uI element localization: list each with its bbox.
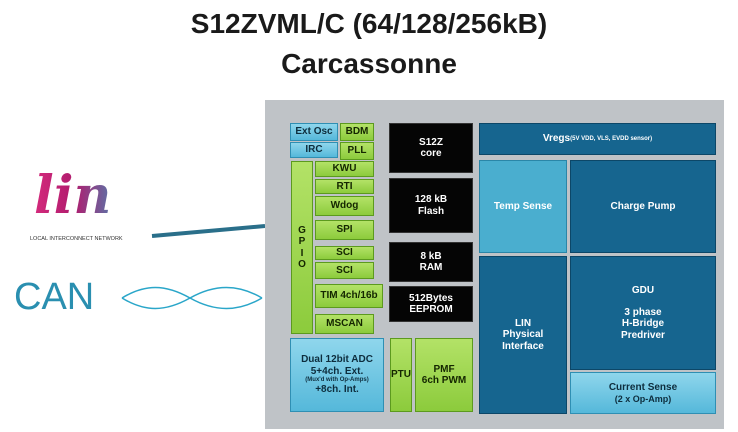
lin-wordmark: lin [34, 168, 134, 224]
wdog-block: Wdog [315, 196, 374, 216]
ptu-block: PTU [390, 338, 412, 412]
block-label: Predriver [621, 329, 665, 341]
block-label: 5+4ch. Ext. [310, 365, 364, 377]
can-bus-twisted-pair-icon [121, 286, 263, 310]
block-label: Flash [417, 205, 445, 217]
flash-block: 128 kB Flash [389, 178, 473, 233]
block-label: RAM [419, 262, 443, 273]
ram-block: 8 kB RAM [389, 242, 473, 282]
gpio-letter: P [298, 236, 306, 247]
vregs-sublabel: (5V VDD, VLS, EVDD sensor) [570, 135, 653, 142]
eeprom-block: 512Bytes EEPROM [389, 286, 473, 322]
kwu-block: KWU [315, 161, 374, 177]
block-label: Dual 12bit ADC [301, 354, 373, 366]
lin-physical-interface-block: LIN Physical Interface [479, 256, 567, 414]
block-label: +8ch. Int. [315, 384, 359, 396]
lin-caption: LOCAL INTERCONNECT NETWORK [30, 236, 123, 242]
block-label: Interface [502, 340, 544, 352]
irc-block: IRC [290, 142, 338, 158]
cpu-core-block: S12Z core [389, 123, 473, 173]
block-label: (Mux'd with Op-Amps) [305, 377, 369, 384]
sci-block: SCI [315, 262, 374, 279]
gpio-block: G P I O [291, 161, 313, 334]
sci-block: SCI [315, 246, 374, 260]
block-diagram-panel: Ext Osc BDM IRC PLL G P I O KWU RTI Wdog… [265, 100, 724, 429]
adc-block: Dual 12bit ADC 5+4ch. Ext. (Mux'd with O… [290, 338, 384, 412]
spi-block: SPI [315, 220, 374, 240]
rti-block: RTI [315, 179, 374, 194]
mscan-block: MSCAN [315, 314, 374, 334]
block-label: S12Z [419, 136, 443, 148]
gpio-letter: O [298, 259, 306, 270]
gpio-letter: I [300, 247, 304, 259]
current-sense-block: Current Sense (2 x Op-Amp) [570, 372, 716, 414]
block-label: 512Bytes [409, 292, 453, 304]
vregs-label: Vregs [542, 133, 571, 145]
block-label: H-Bridge [621, 318, 665, 329]
pmf-block: PMF 6ch PWM [415, 338, 473, 412]
block-label: Physical [502, 329, 544, 341]
block-label: 6ch PWM [421, 375, 467, 386]
gdu-block: GDU 3 phase H-Bridge Predriver [570, 256, 716, 370]
vregs-block: Vregs (5V VDD, VLS, EVDD sensor) [479, 123, 716, 155]
block-label: 128 kB [414, 194, 448, 205]
lin-logo: lin LOCAL INTERCONNECT NETWORK [30, 168, 140, 248]
block-label: 3 phase [624, 306, 662, 318]
gpio-letter: G [298, 224, 306, 236]
block-label: Current Sense [608, 382, 678, 394]
temp-sense-block: Temp Sense [479, 160, 567, 253]
block-label: GDU [631, 285, 655, 296]
can-label: CAN [14, 276, 95, 318]
block-label: core [420, 148, 442, 159]
block-label: 8 kB [420, 250, 442, 262]
lin-bus-line [151, 224, 266, 238]
block-label: LIN [514, 317, 532, 329]
block-label: PMF [433, 363, 455, 375]
block-label: EEPROM [409, 304, 453, 315]
pll-block: PLL [340, 142, 374, 160]
diagram-title-line1: S12ZVML/C (64/128/256kB) [190, 8, 548, 39]
bdm-block: BDM [340, 123, 374, 141]
timer-block: TIM 4ch/16b [315, 284, 383, 308]
diagram-title-line2: Carcassonne [281, 48, 457, 79]
charge-pump-block: Charge Pump [570, 160, 716, 253]
ext-osc-block: Ext Osc [290, 123, 338, 141]
block-label: (2 x Op-Amp) [614, 393, 672, 404]
